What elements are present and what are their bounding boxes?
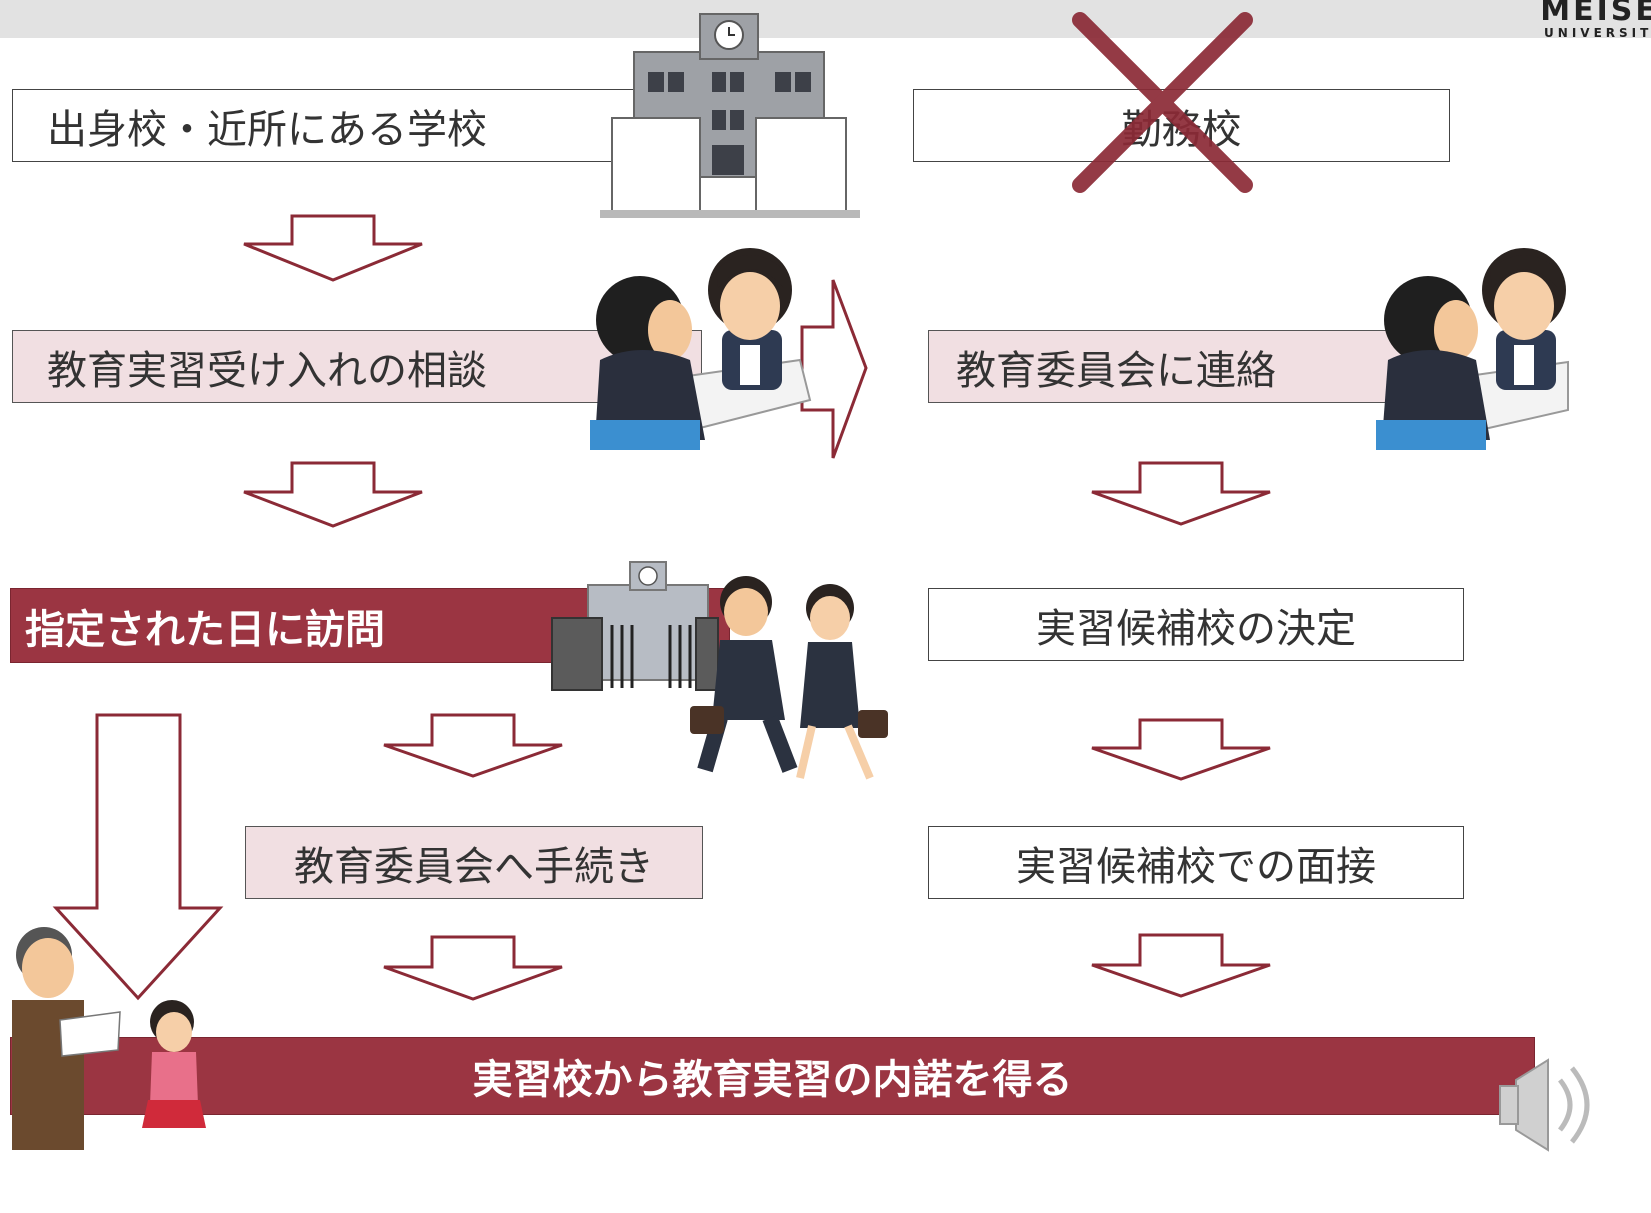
arrow-down-left-3 <box>383 713 563 778</box>
arrow-right <box>800 279 868 459</box>
left-step4-label: 教育委員会へ手続き <box>294 843 654 890</box>
logo-line1: MEISEI <box>1540 0 1651 28</box>
consultation-meeting-icon-left <box>590 248 812 450</box>
arrow-down-right-3 <box>1091 933 1271 998</box>
arrow-down-left-4 <box>383 935 563 1001</box>
left-step2-box: 教育実習受け入れの相談 <box>12 330 702 403</box>
logo-line2: UNIVERSITY <box>1544 26 1651 40</box>
principal-and-child-icon <box>12 927 206 1150</box>
right-step3-box: 実習候補校の決定 <box>928 588 1464 661</box>
left-step1-label: 出身校・近所にある学校 <box>47 106 487 153</box>
arrow-down-right-1 <box>1091 461 1271 526</box>
school-building-icon <box>600 13 860 218</box>
result-label: 実習校から教育実習の内諾を得る <box>472 1057 1073 1103</box>
left-step1-box: 出身校・近所にある学校 <box>12 89 702 162</box>
arrow-down-right-2 <box>1091 718 1271 781</box>
right-step2-label: 教育委員会に連絡 <box>956 347 1276 394</box>
consultation-meeting-icon-right <box>1376 248 1569 450</box>
arrow-down-left-2 <box>243 461 423 528</box>
speaker-icon <box>1499 1058 1590 1152</box>
left-step3-label: 指定された日に訪問 <box>25 606 385 653</box>
right-step3-label: 実習候補校の決定 <box>1036 605 1356 652</box>
right-step2-box: 教育委員会に連絡 <box>928 330 1464 403</box>
arrow-down-left-1 <box>243 214 423 282</box>
left-step4-box: 教育委員会へ手続き <box>245 826 703 899</box>
result-bar: 実習校から教育実習の内諾を得る <box>10 1037 1535 1115</box>
university-logo: MEISEI UNIVERSITY <box>1511 0 1651 40</box>
top-bar <box>0 0 1651 38</box>
right-step4-label: 実習候補校での面接 <box>1016 843 1376 890</box>
right-step4-box: 実習候補校での面接 <box>928 826 1464 899</box>
school-gate-icon <box>551 561 719 691</box>
cross-mark-icon <box>1072 12 1253 193</box>
right-step1-box: 勤務校 <box>913 89 1450 162</box>
left-step2-label: 教育実習受け入れの相談 <box>47 347 487 394</box>
walking-people-icon <box>690 576 888 780</box>
arrow-down-long <box>52 713 224 1001</box>
